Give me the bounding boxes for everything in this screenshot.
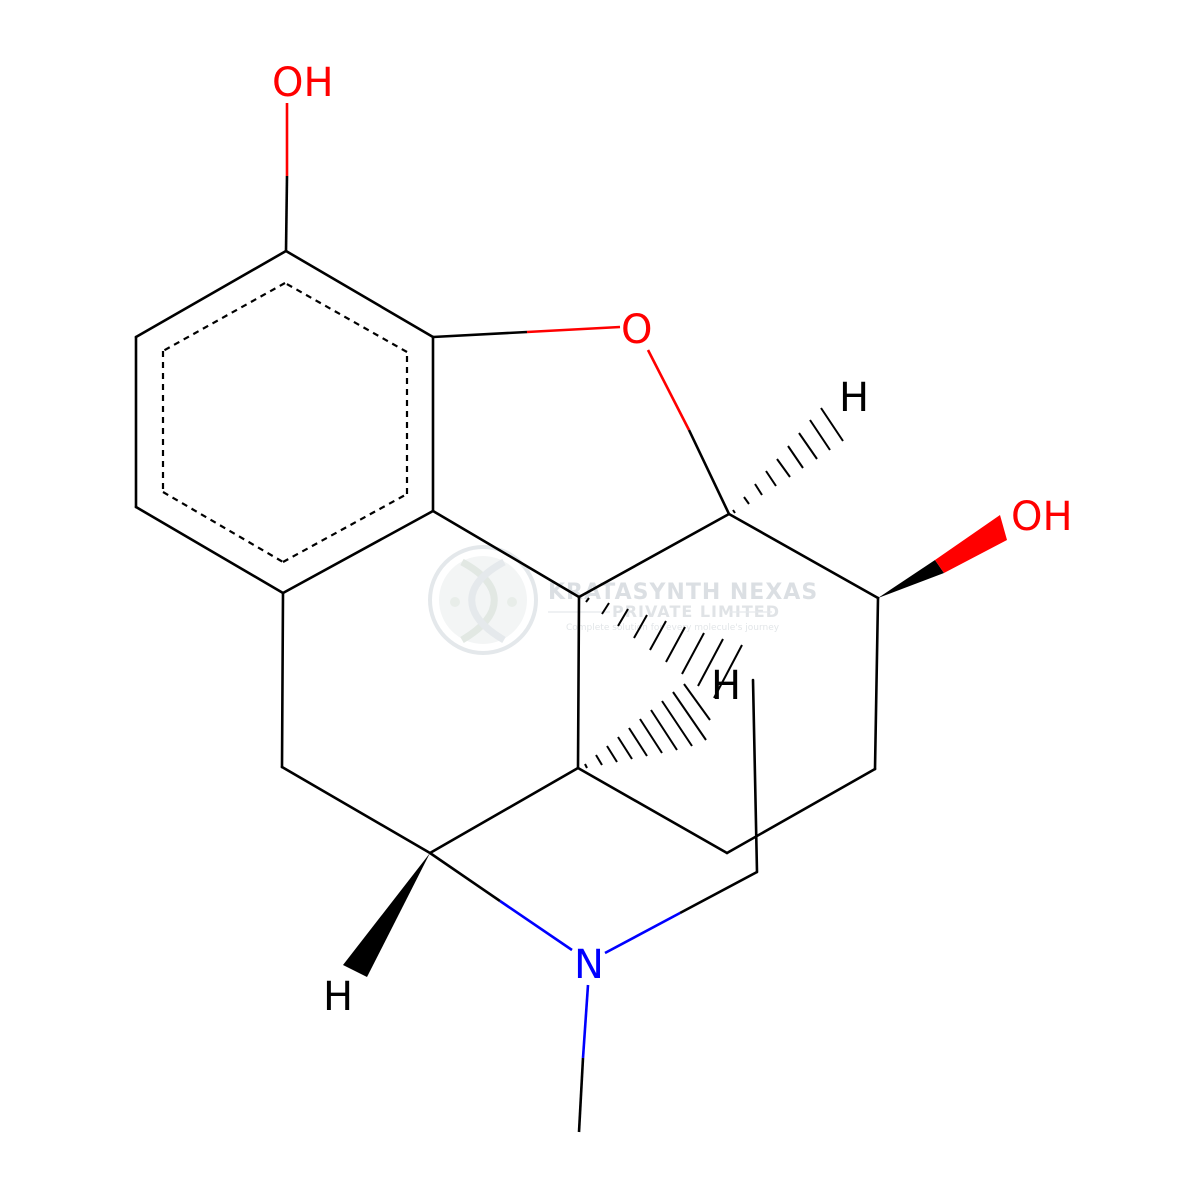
amine-nitrogen-label: N: [574, 942, 604, 988]
ether-oxygen-label: O: [621, 307, 652, 353]
hashed-wedge-center: [585, 597, 743, 699]
aromatic-ring: [134, 249, 435, 595]
phenol-oh-bond: [284, 103, 289, 252]
phenol-hydroxyl-label: OH: [272, 60, 334, 106]
hydrogen-bottom-left-label: H: [323, 974, 353, 1020]
watermark-logo-icon: [428, 545, 538, 655]
skeleton-bonds: [280, 509, 880, 1133]
hashed-wedge-lower-center: [584, 683, 711, 769]
ether-bridge-bonds: [432, 325, 731, 515]
watermark-subtitle: PRIVATE LIMITED: [612, 602, 780, 621]
watermark-title: KRATASYNTH NEXAS: [548, 580, 818, 605]
allylic-oh-wedge: [878, 515, 1007, 598]
bottom-h-wedge: [343, 853, 430, 977]
hydrogen-top-right-label: H: [839, 375, 869, 421]
aromatic-dashed-bonds: [161, 282, 409, 563]
allylic-hydroxyl-label: OH: [1011, 494, 1073, 540]
watermark-tagline: Complete solution for every molecule's j…: [566, 623, 780, 633]
hashed-wedge-top-right: [732, 407, 844, 514]
watermark: KRATASYNTH NEXAS PRIVATE LIMITED Complet…: [428, 545, 818, 655]
hydrogen-center-label: H: [711, 663, 741, 709]
